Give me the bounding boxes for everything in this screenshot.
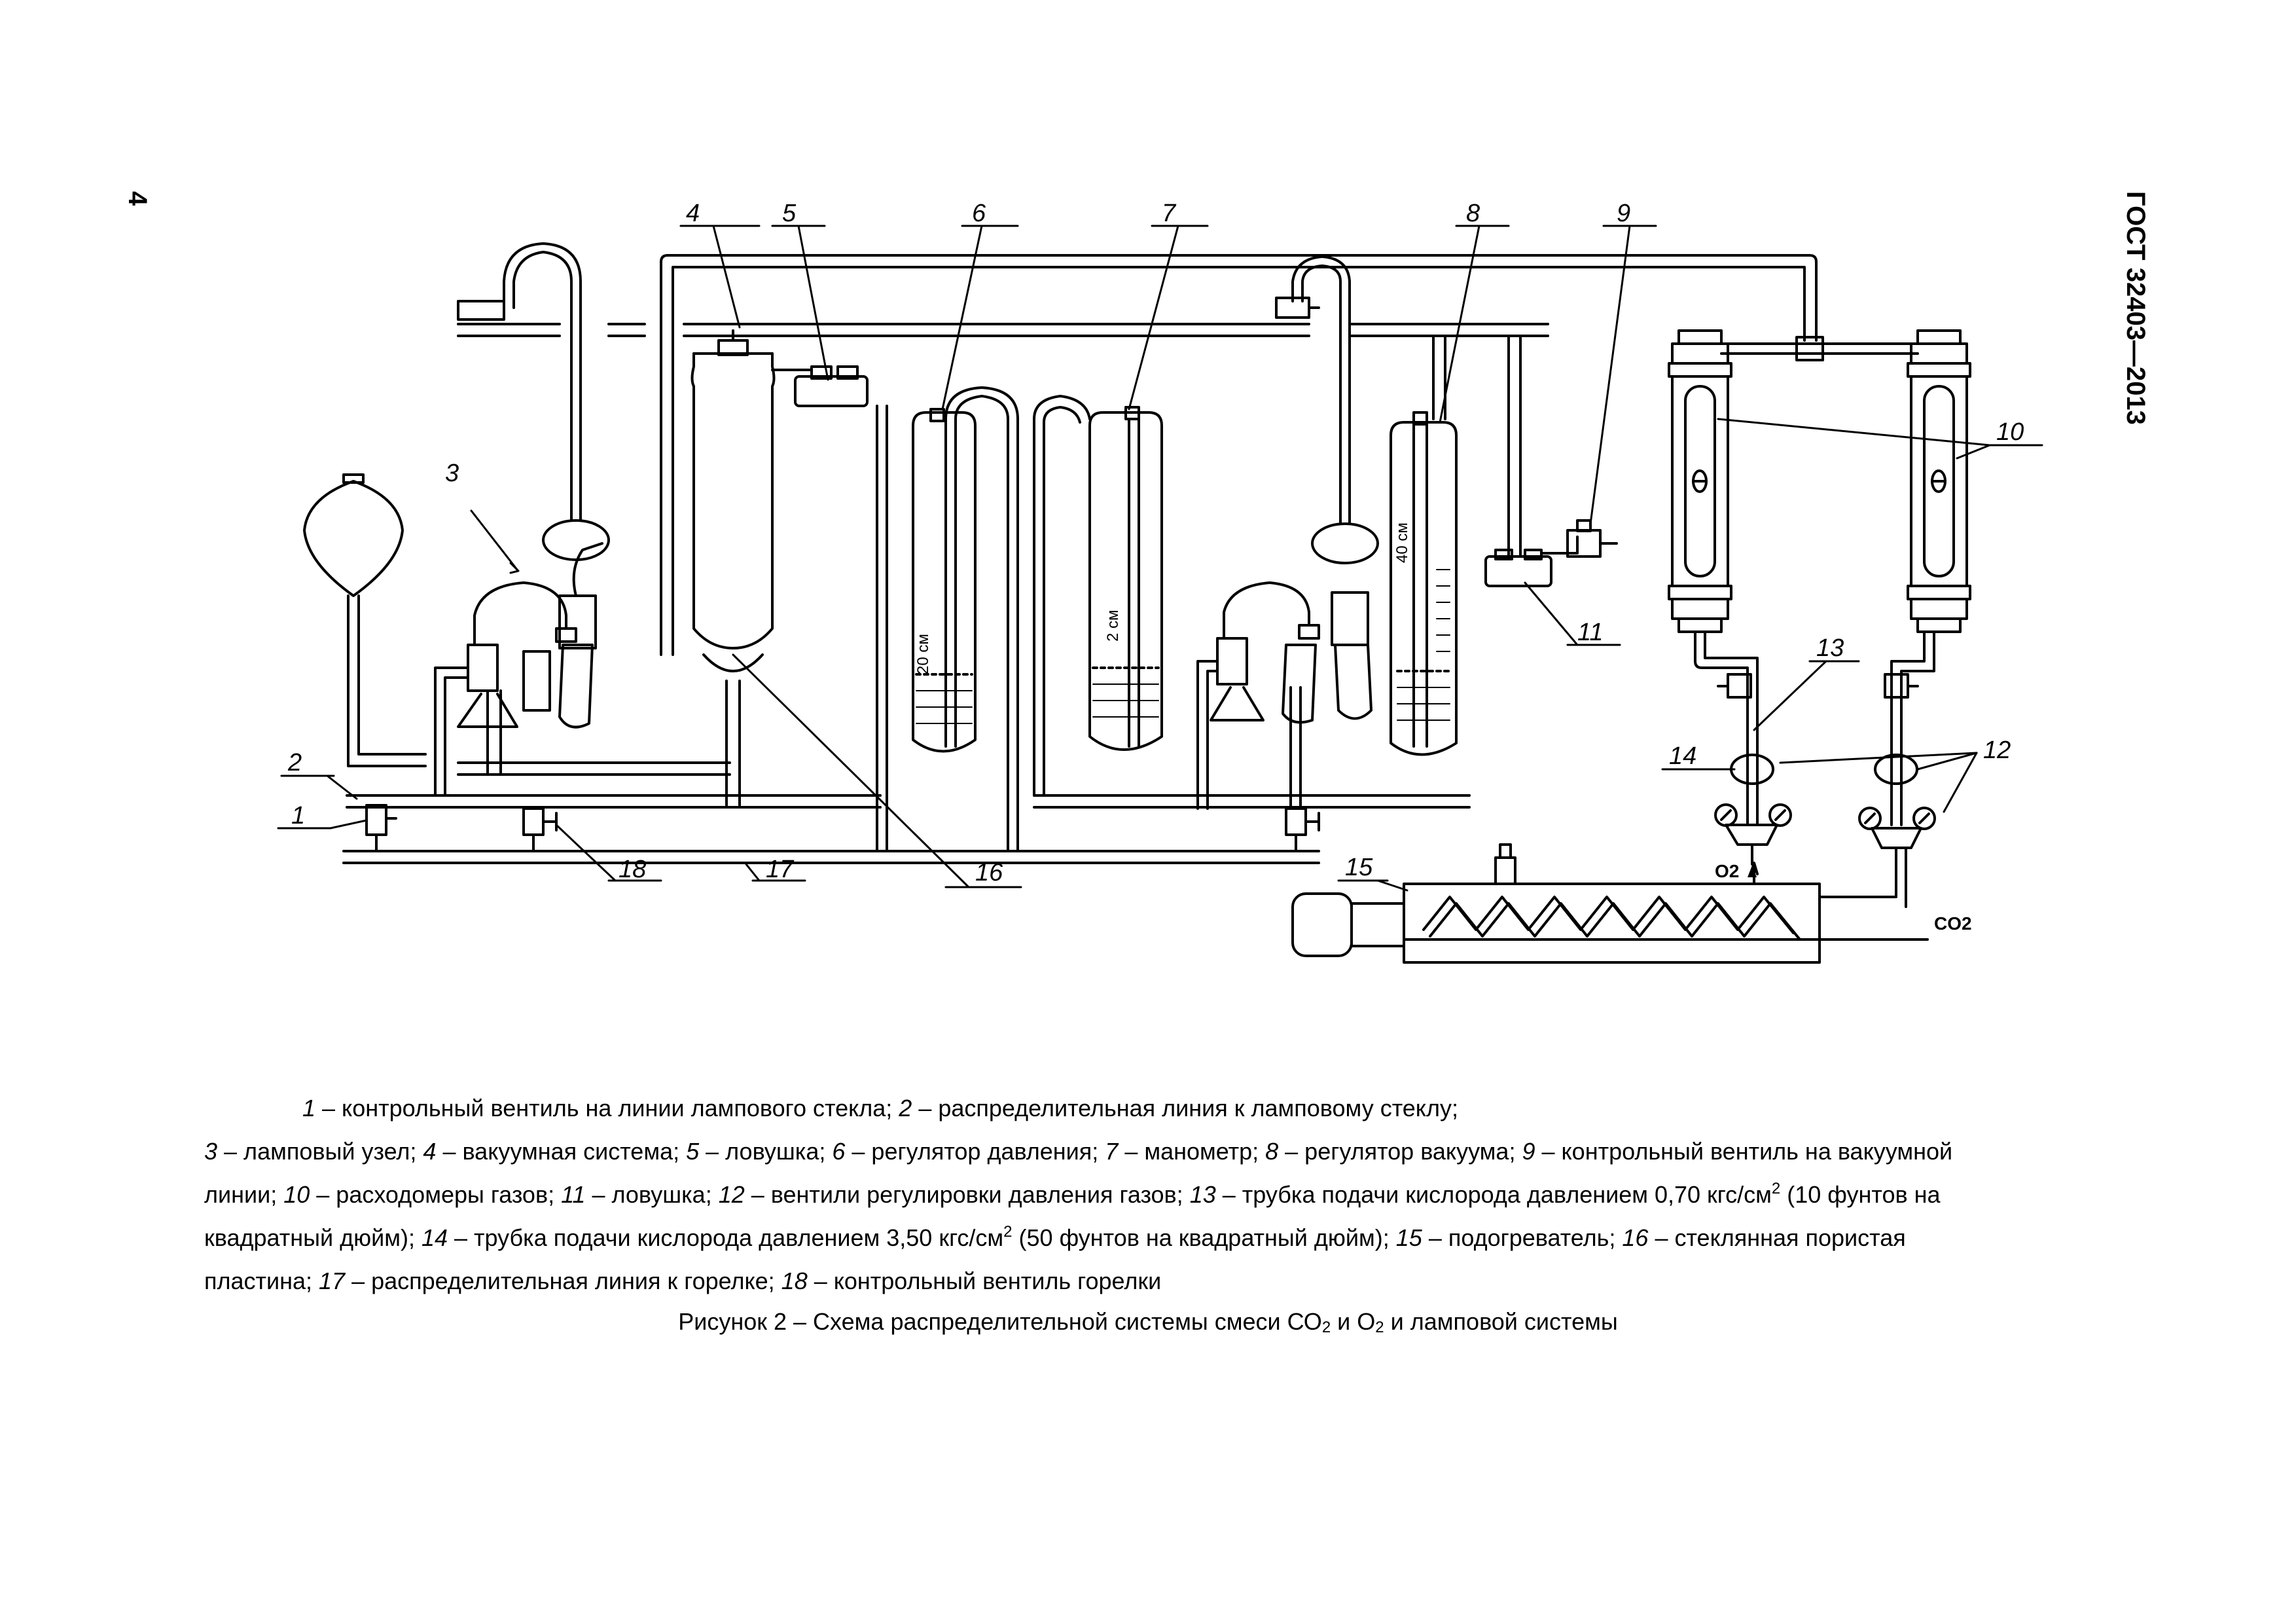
callout-10: 10 bbox=[1996, 418, 2024, 446]
callout-11: 11 bbox=[1577, 619, 1603, 646]
leader-lines bbox=[277, 225, 2043, 892]
co2-label: CO2 bbox=[1934, 913, 1972, 934]
legend-line-2: 3 – ламповый узел; 4 – вакуумная система… bbox=[204, 1138, 1953, 1165]
legend-line-5: пластина; 17 – распределительная линия к… bbox=[204, 1267, 1162, 1294]
figure-caption: Рисунок 2 – Схема распределительной сист… bbox=[678, 1308, 1618, 1336]
valve-9 bbox=[1566, 519, 1618, 558]
gas-labels: O2 CO2 bbox=[1715, 861, 1972, 934]
o2-label: O2 bbox=[1715, 861, 1739, 881]
callout-14: 14 bbox=[1669, 742, 1696, 770]
heater bbox=[1291, 843, 1929, 964]
callout-9: 9 bbox=[1617, 200, 1630, 227]
distribution-system-diagram: 4 5 6 7 8 9 10 11 13 14 12 15 16 17 18 1… bbox=[277, 200, 2043, 964]
scale-40cm: 40 см bbox=[1393, 522, 1411, 563]
callout-1: 1 bbox=[291, 802, 305, 830]
scale-2cm: 2 см bbox=[1104, 610, 1122, 642]
callout-4: 4 bbox=[686, 200, 700, 227]
valve-1 bbox=[365, 804, 397, 852]
figure-legend: 1 – контрольный вентиль на линии лампово… bbox=[204, 1087, 2050, 1303]
legend-line-4: квадратный дюйм); 14 – трубка подачи кис… bbox=[204, 1223, 1906, 1252]
gas-supply-lines bbox=[1694, 630, 1978, 908]
distribution-lines bbox=[342, 254, 1818, 864]
gas-arrows bbox=[1748, 866, 1757, 877]
callout-numbers: 4 5 6 7 8 9 10 11 13 14 12 15 16 17 18 1… bbox=[287, 200, 2024, 886]
manometer bbox=[1033, 395, 1163, 797]
callout-12: 12 bbox=[1983, 737, 2011, 764]
callout-6: 6 bbox=[972, 200, 986, 227]
callout-15: 15 bbox=[1345, 854, 1373, 881]
callout-17: 17 bbox=[766, 856, 795, 883]
vacuum-regulator bbox=[1390, 411, 1458, 756]
callout-2: 2 bbox=[287, 749, 302, 776]
scale-marks: 20 см 2 см 40 см bbox=[914, 522, 1411, 674]
trap-11 bbox=[1484, 536, 1579, 587]
callout-3: 3 bbox=[445, 460, 459, 487]
callout-18: 18 bbox=[619, 856, 646, 883]
pressure-vessel bbox=[691, 329, 888, 852]
lamp-assembly-left bbox=[434, 242, 610, 797]
callout-16: 16 bbox=[975, 859, 1003, 886]
callout-8: 8 bbox=[1466, 200, 1480, 227]
separating-funnel bbox=[303, 473, 427, 767]
scale-20cm: 20 см bbox=[914, 634, 932, 674]
callout-13: 13 bbox=[1816, 634, 1844, 662]
legend-line-3: линии; 10 – расходомеры газов; 11 – лову… bbox=[204, 1180, 1941, 1209]
flowmeters bbox=[1668, 329, 1971, 633]
legend-line-1: 1 – контрольный вентиль на линии лампово… bbox=[302, 1095, 1458, 1122]
callout-7: 7 bbox=[1162, 200, 1177, 227]
callout-5: 5 bbox=[782, 200, 797, 227]
lamp-assembly-right bbox=[1196, 255, 1379, 810]
pressure-regulator-cylinder bbox=[912, 386, 1019, 852]
valve-burner-right bbox=[1285, 807, 1320, 852]
valve-18 bbox=[522, 807, 558, 852]
